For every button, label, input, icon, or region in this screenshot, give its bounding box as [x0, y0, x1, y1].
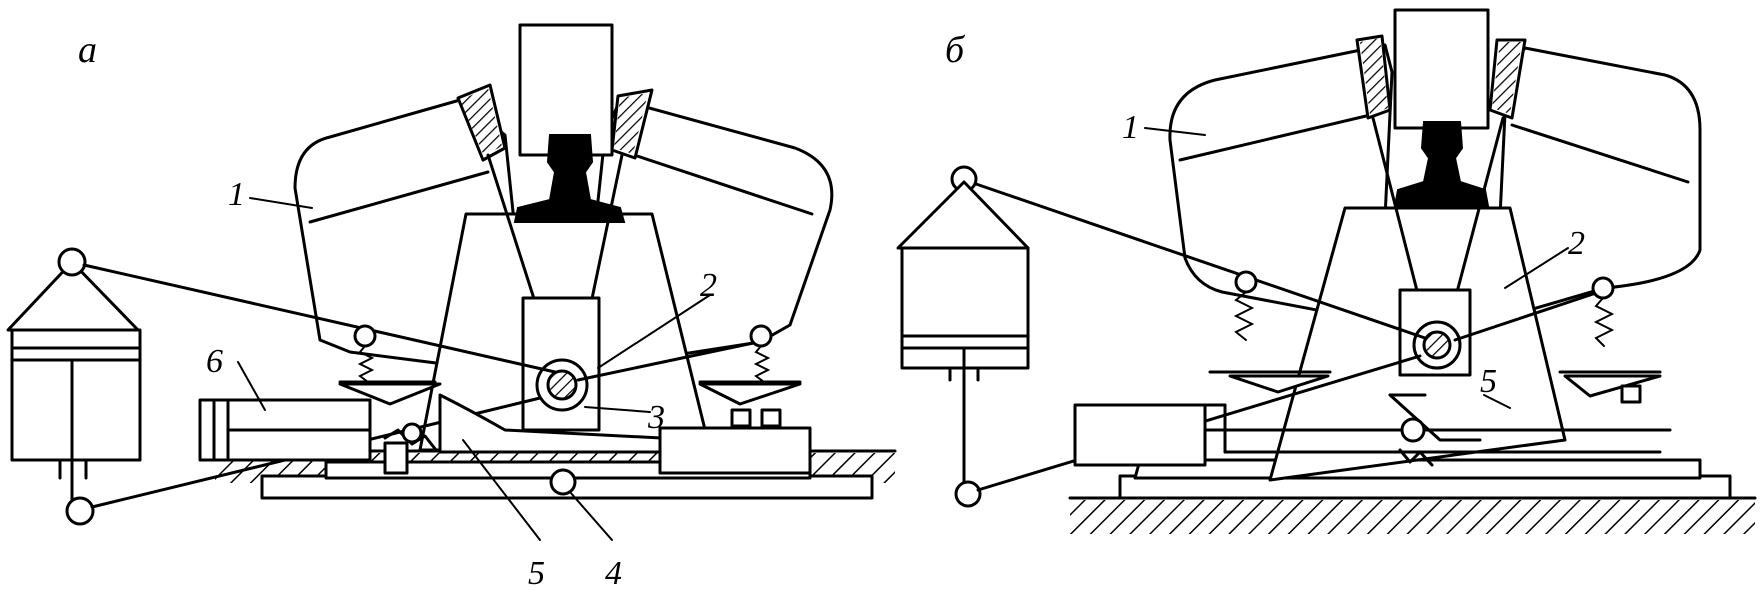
rail-a	[513, 23, 626, 223]
callout-a-6: 6	[206, 343, 223, 380]
callout-a-5: 5	[528, 555, 545, 592]
pin-a	[549, 468, 577, 496]
panel-a: а 1 2 3 4 5 6	[6, 23, 897, 592]
callout-a-1: 1	[228, 176, 245, 213]
cylinder-b	[896, 165, 1030, 508]
cylinder-a	[6, 247, 142, 526]
leaders-b	[1144, 127, 1569, 409]
pivot-b	[1398, 288, 1472, 377]
panel-a-letter: а	[78, 29, 97, 71]
panel-b-letter: б	[945, 29, 966, 71]
slider-a	[198, 393, 812, 475]
callout-b-1: 1	[1122, 109, 1139, 146]
rail-b	[1393, 8, 1490, 207]
callout-b-2: 2	[1568, 225, 1585, 262]
base-plate-b	[1118, 458, 1732, 500]
pivot-a	[521, 296, 601, 432]
leaders-a	[237, 197, 711, 541]
callout-a-4: 4	[605, 555, 622, 592]
slider-b	[1073, 393, 1672, 467]
callout-b-5: 5	[1480, 363, 1497, 400]
ground-b	[1068, 496, 1757, 534]
panel-b: б 1 2 5	[896, 8, 1757, 534]
callout-a-2: 2	[700, 267, 717, 304]
callout-a-3: 3	[647, 399, 665, 436]
